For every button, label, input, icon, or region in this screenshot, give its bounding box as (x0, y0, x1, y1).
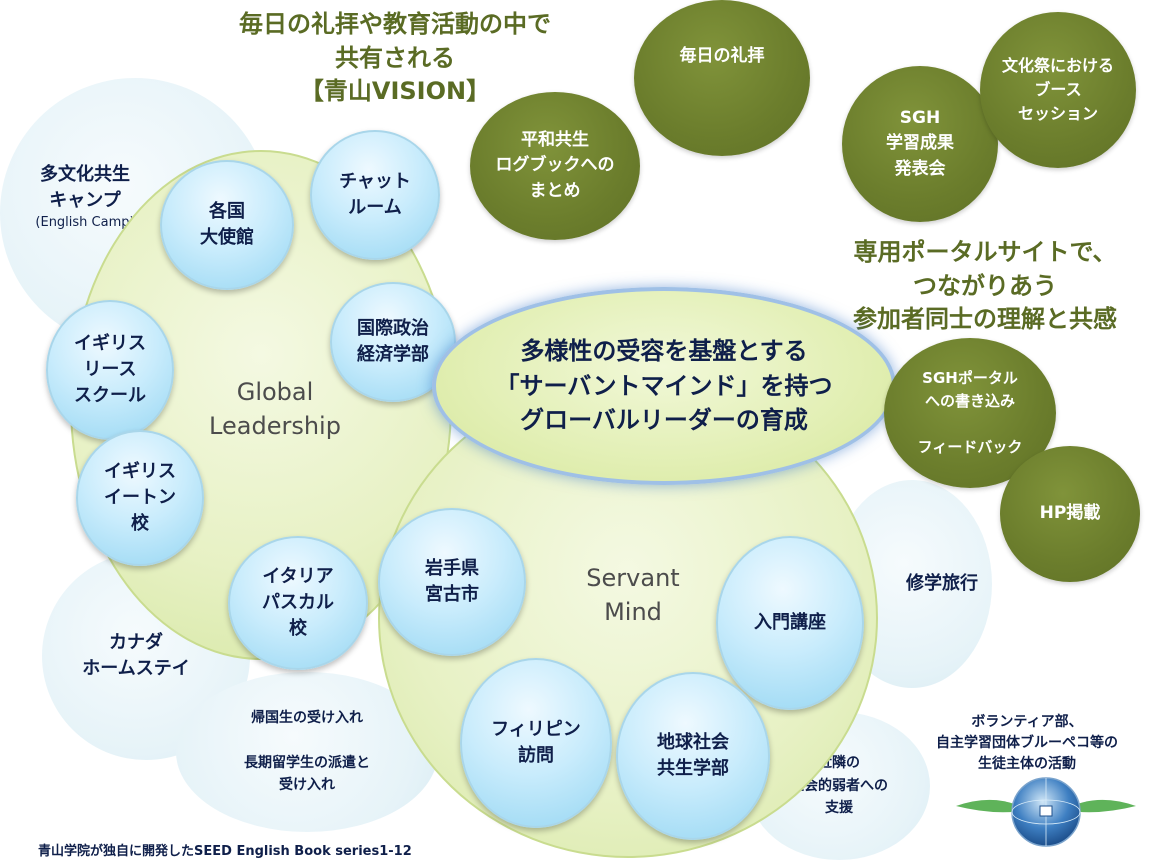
pascal-school-circle: イタリア パスカル 校 (228, 536, 368, 670)
vision-title: 毎日の礼拝や教育活動の中で 共有される 【青山VISION】 (239, 10, 551, 106)
servant-mind-label: Servant Mind (586, 564, 680, 626)
returnee-label: 帰国生の受け入れ 長期留学生の派遣と 受け入れ (244, 710, 370, 794)
volunteer-activities-text: ボランティア部、 自主学習団体ブルーペコ等の 生徒主体の活動 (936, 714, 1118, 772)
portal-description: 専用ポータルサイトで、 つながりあう 参加者同士の理解と共感 (853, 238, 1117, 334)
eton-school-label: イギリス イートン 校 (104, 460, 176, 535)
sgh-results-label: SGH 学習成果 発表会 (886, 107, 954, 179)
peace-logbook-circle: 平和共生 ログブックへの まとめ (470, 92, 640, 240)
chatroom-circle: チャット ルーム (310, 130, 440, 260)
hp-posting-label: HP掲載 (1039, 503, 1101, 524)
sgh-portal-label: SGHポータル への書き込み フィードバック (917, 368, 1023, 457)
philippines-circle: フィリピン 訪問 (460, 658, 612, 828)
earth-society-label: 地球社会 共生学部 (657, 731, 729, 779)
rees-school-label: イギリス リース スクール (74, 332, 146, 407)
daily-worship-circle: 毎日の礼拝 (634, 0, 810, 156)
embassies-circle: 各国 大使館 (160, 160, 294, 290)
english-camp-label: (English Camp) (35, 215, 135, 231)
center-vision-ellipse: 多様性の受容を基盤とする 「サーバントマインド」を持つ グローバルリーダーの育成 (432, 287, 896, 485)
rees-school-circle: イギリス リース スクール (46, 300, 174, 440)
chatroom-label: チャット ルーム (339, 170, 411, 218)
miyako-label: 岩手県 宮古市 (425, 557, 479, 605)
daily-worship-label: 毎日の礼拝 (679, 46, 765, 66)
miyako-circle: 岩手県 宮古市 (378, 508, 526, 656)
pascal-school-label: イタリア パスカル 校 (262, 565, 334, 640)
philippines-label: フィリピン 訪問 (491, 718, 581, 766)
peace-logbook-label: 平和共生 ログブックへの まとめ (495, 129, 615, 201)
festival-booth-label: 文化祭における ブース セッション (1001, 56, 1114, 123)
multicultural-camp-label: 多文化共生 キャンプ (40, 164, 130, 212)
center-vision-label: 多様性の受容を基盤とする 「サーバントマインド」を持つ グローバルリーダーの育成 (495, 336, 833, 435)
intro-course-label: 入門講座 (754, 611, 826, 633)
footer-note: 青山学院が独自に開発したSEED English Book series1-12 (38, 844, 412, 859)
global-leadership-label: Global Leadership (209, 378, 341, 440)
sgh-results-circle: SGH 学習成果 発表会 (842, 66, 998, 222)
intro-course-circle: 入門講座 (716, 536, 864, 710)
earth-society-circle: 地球社会 共生学部 (616, 672, 770, 840)
embassies-label: 各国 大使館 (200, 200, 254, 248)
politics-economics-label: 国際政治 経済学部 (357, 317, 429, 365)
school-trip-label: 修学旅行 (906, 572, 978, 594)
festival-booth-circle: 文化祭における ブース セッション (980, 12, 1136, 168)
hp-posting-circle: HP掲載 (1000, 446, 1140, 582)
eton-school-circle: イギリス イートン 校 (76, 430, 204, 566)
global-leadership-logo-icon (956, 777, 1136, 847)
canada-homestay-label: カナダ ホームステイ (82, 631, 190, 679)
